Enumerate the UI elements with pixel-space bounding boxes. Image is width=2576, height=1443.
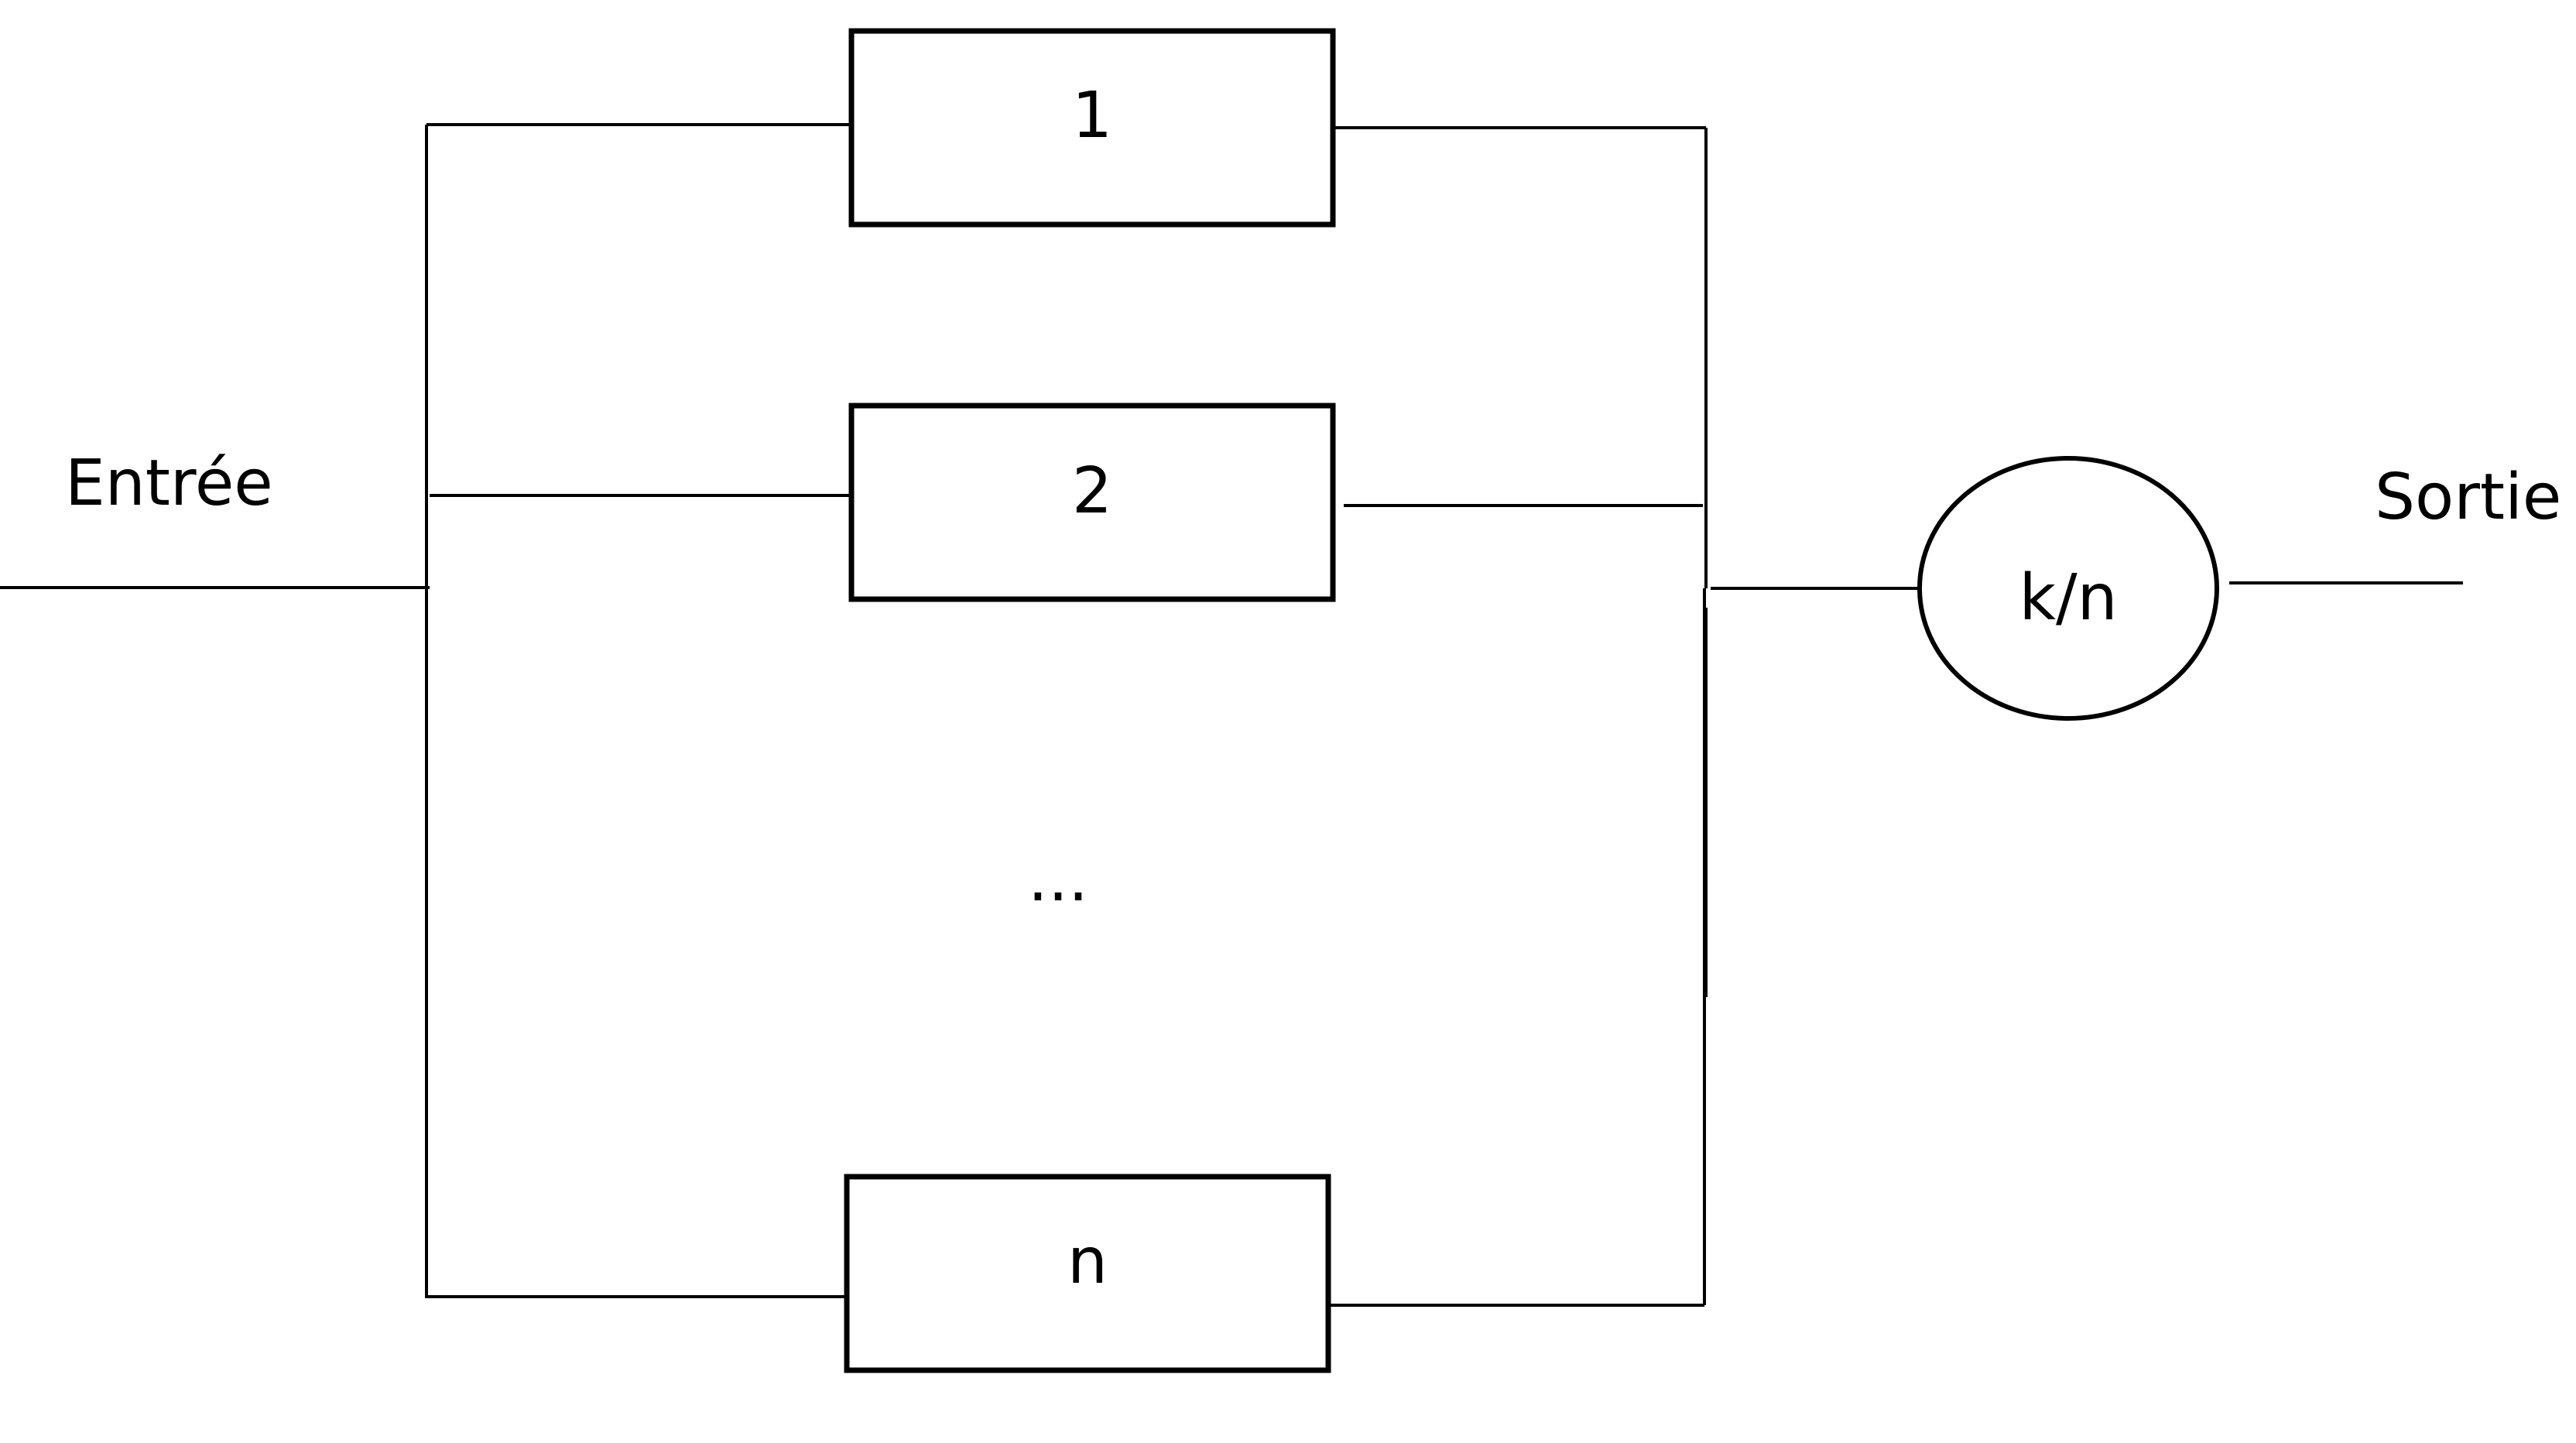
block-1: [848, 28, 1336, 228]
input-label: Entrée: [65, 447, 273, 520]
block-n-label: n: [1067, 1225, 1108, 1298]
block-1-label: 1: [1072, 79, 1112, 153]
voter-circle: [1917, 456, 2219, 721]
ellipsis-label: ...: [1028, 842, 1088, 916]
voter-label: k/n: [2019, 561, 2117, 635]
block-2-label: 2: [1072, 454, 1112, 528]
output-label: Sortie: [2375, 461, 2561, 534]
block-n: [844, 1174, 1331, 1373]
block-2: [848, 403, 1336, 602]
